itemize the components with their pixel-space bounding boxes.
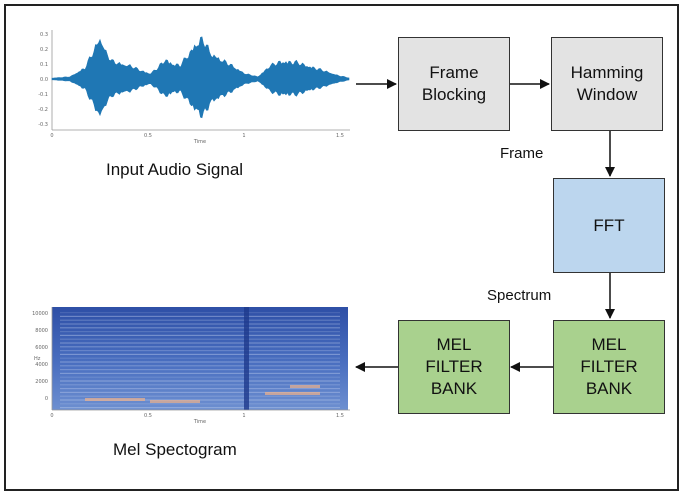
spectrogram-harmonic bbox=[60, 327, 340, 329]
waveform-y-tick: 0.1 bbox=[40, 62, 48, 68]
spectrogram-y-tick: 4000 bbox=[35, 362, 48, 368]
spectrogram-harmonic bbox=[60, 312, 340, 314]
spectrogram-harmonic bbox=[60, 391, 340, 393]
spectrogram-harmonic bbox=[60, 353, 340, 355]
hamming-window-label: Hamming Window bbox=[570, 63, 644, 104]
spectrogram-x-label: Time bbox=[193, 419, 206, 425]
spectrogram-harmonic bbox=[60, 338, 340, 340]
waveform-x-tick: 1.5 bbox=[336, 133, 344, 139]
spectrogram-y-label: Hz bbox=[34, 356, 41, 362]
spectrogram-formant bbox=[150, 400, 200, 403]
spectrogram-harmonic bbox=[60, 361, 340, 363]
spectrogram-harmonic bbox=[60, 372, 340, 374]
spectrogram-formant bbox=[265, 392, 320, 395]
waveform-y-tick: -0.2 bbox=[38, 107, 48, 113]
spectrogram-harmonic bbox=[60, 388, 340, 390]
spectrogram-y-tick: 10000 bbox=[32, 311, 48, 317]
spectrogram-harmonic bbox=[60, 407, 340, 409]
waveform-y-tick: 0.2 bbox=[40, 47, 48, 53]
mel-filter-bank-label-right: MEL FILTER BANK bbox=[580, 335, 638, 398]
waveform-y-tick: -0.1 bbox=[38, 92, 48, 98]
frame-blocking-label: Frame Blocking bbox=[421, 63, 487, 104]
spectrogram-y-tick: 6000 bbox=[35, 345, 48, 351]
spectrogram-harmonic bbox=[60, 350, 340, 352]
spectrogram-harmonic bbox=[60, 369, 340, 371]
waveform-y-tick: 0.3 bbox=[40, 32, 48, 38]
waveform-x-tick: 0.5 bbox=[144, 133, 152, 139]
fft-block: FFT bbox=[553, 178, 665, 273]
edge-label-spectrum: Spectrum bbox=[487, 287, 552, 304]
caption-mel-spectrogram: Mel Spectogram bbox=[113, 440, 237, 459]
spectrogram-y-tick: 0 bbox=[45, 396, 48, 402]
mel-filter-bank-block-left: MEL FILTER BANK bbox=[398, 320, 510, 414]
spectrogram-x-tick: 0 bbox=[50, 413, 53, 419]
spectrogram-harmonic bbox=[60, 395, 340, 397]
waveform-x-tick: 1 bbox=[242, 133, 245, 139]
spectrogram-harmonic bbox=[60, 315, 340, 317]
spectrogram-harmonic bbox=[60, 331, 340, 333]
spectrogram-harmonic bbox=[60, 365, 340, 367]
spectrogram-x-tick: 1 bbox=[242, 413, 245, 419]
spectrogram-formant bbox=[85, 398, 145, 401]
waveform-x-label: Time bbox=[193, 139, 206, 145]
spectrogram-harmonic bbox=[60, 403, 340, 405]
spectrogram-x-tick: 1.5 bbox=[336, 413, 344, 419]
spectrogram-formant bbox=[290, 385, 320, 388]
edge-label-frame: Frame bbox=[500, 145, 544, 162]
spectrogram-harmonic bbox=[60, 376, 340, 378]
caption-input-audio-signal: Input Audio Signal bbox=[106, 160, 244, 179]
waveform-y-tick: 0.0 bbox=[40, 77, 48, 83]
waveform-y-tick: -0.3 bbox=[38, 122, 48, 128]
frame-blocking-block: Frame Blocking bbox=[398, 37, 510, 131]
waveform-trace bbox=[51, 36, 350, 119]
waveform-x-tick: 0 bbox=[50, 133, 53, 139]
mel-filter-bank-block-right: MEL FILTER BANK bbox=[553, 320, 665, 414]
spectrogram-harmonic bbox=[60, 334, 340, 336]
spectrogram-harmonic bbox=[60, 346, 340, 348]
spectrogram-harmonic bbox=[60, 342, 340, 344]
fft-label: FFT bbox=[593, 215, 625, 235]
spectrogram-silence bbox=[244, 307, 249, 410]
spectrogram-harmonic bbox=[60, 319, 340, 321]
spectrogram-x-tick: 0.5 bbox=[144, 413, 152, 419]
mel-filter-bank-label-left: MEL FILTER BANK bbox=[425, 335, 483, 398]
spectrogram-harmonic bbox=[60, 357, 340, 359]
spectrogram-harmonic bbox=[60, 384, 340, 386]
spectrogram-y-tick: 2000 bbox=[35, 379, 48, 385]
spectrogram-y-tick: 8000 bbox=[35, 328, 48, 334]
spectrogram-harmonic bbox=[60, 323, 340, 325]
hamming-window-block: Hamming Window bbox=[551, 37, 663, 131]
spectrogram-harmonic bbox=[60, 380, 340, 382]
